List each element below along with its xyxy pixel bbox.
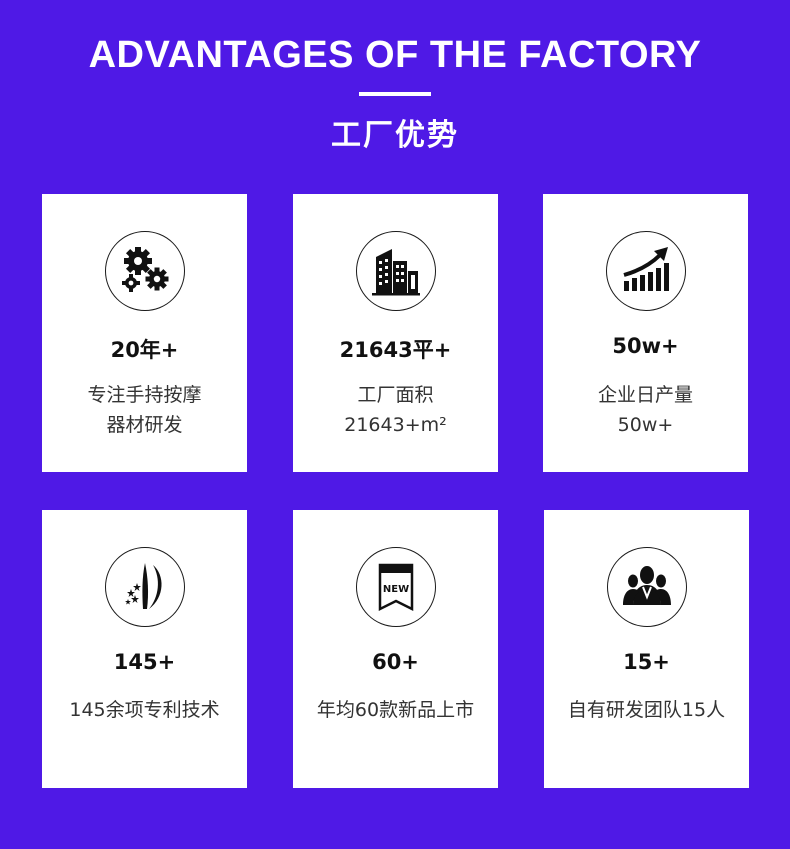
page-subtitle: 工厂优势 <box>331 118 459 153</box>
advantage-card-daily-output: 50w+ 企业日产量 50w+ <box>543 194 748 472</box>
stat-value: 21643平+ <box>339 338 452 362</box>
gears-icon <box>105 231 185 311</box>
page-title: ADVANTAGES OF THE FACTORY <box>88 34 702 76</box>
stat-value: 60+ <box>372 650 419 674</box>
new-tag-icon: NEW <box>356 547 436 627</box>
stat-value: 145+ <box>113 650 176 674</box>
patent-icon <box>105 547 185 627</box>
stat-value: 50w+ <box>612 334 679 358</box>
advantage-card-patents: 145+ 145余项专利技术 <box>42 510 247 788</box>
svg-text:NEW: NEW <box>383 584 409 595</box>
stat-description: 工厂面积 21643+m² <box>344 384 447 436</box>
advantage-card-rd-team: 15+ 自有研发团队15人 <box>544 510 749 788</box>
title-divider <box>359 92 431 96</box>
advantage-card-rd-years: 20年+ 专注手持按摩 器材研发 <box>42 194 247 472</box>
stat-value: 20年+ <box>110 338 179 362</box>
stat-description: 专注手持按摩 器材研发 <box>87 384 202 436</box>
stat-value: 15+ <box>623 650 670 674</box>
growth-chart-icon <box>606 231 686 311</box>
stat-description: 年均60款新品上市 <box>316 699 475 721</box>
stat-description: 自有研发团队15人 <box>567 699 726 721</box>
stat-description: 企业日产量 50w+ <box>597 384 693 436</box>
advantage-card-new-products: NEW 60+ 年均60款新品上市 <box>293 510 498 788</box>
stat-description: 145余项专利技术 <box>69 699 220 721</box>
advantage-card-factory-area: 21643平+ 工厂面积 21643+m² <box>293 194 498 472</box>
team-icon <box>607 547 687 627</box>
building-icon <box>356 231 436 311</box>
